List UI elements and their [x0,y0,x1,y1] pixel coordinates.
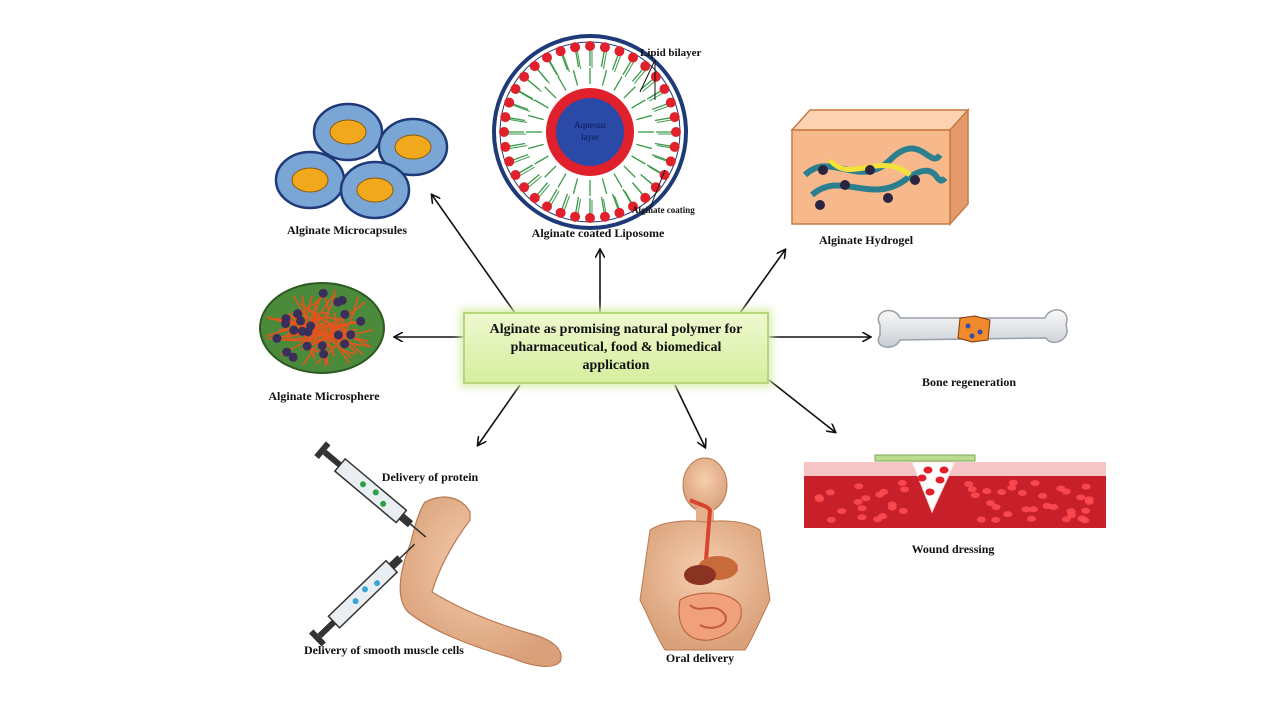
center-line-2: pharmaceutical, food & biomedical [510,340,722,355]
arrow-to-protein [478,384,521,445]
arrow-to-wound [768,379,835,432]
label-liposome: Alginate coated Liposome [531,226,665,240]
liposome-illustration [492,34,688,230]
arrow-to-microcapsules [432,195,516,314]
label-aqueous-1: Aqueous [574,120,606,130]
label-alginate-coating: Alginate coating [632,205,695,215]
arrows [395,195,870,447]
label-lipid-bilayer: Lipid bilayer [640,47,702,59]
label-protein: Delivery of protein [381,470,479,484]
arrow-to-oral [674,384,705,447]
label-smooth-muscle: Delivery of smooth muscle cells [304,643,464,657]
center-line-3: application [582,358,650,373]
arm-illustration [309,441,562,667]
central-concept-box: Alginate as promising natural polymer fo… [463,312,769,384]
microcapsules-illustration [274,102,449,220]
label-hydrogel: Alginate Hydrogel [818,233,914,247]
center-line-1: Alginate as promising natural polymer fo… [489,322,743,337]
microsphere-illustration [259,282,385,374]
label-bone: Bone regeneration [921,375,1017,389]
label-wound: Wound dressing [911,542,995,556]
arrow-to-hydrogel [739,250,785,314]
bone-illustration [877,309,1068,348]
syringe-top [314,441,427,538]
hydrogel-illustration [790,108,970,226]
torso-illustration [639,457,771,651]
label-microcapsules: Alginate Microcapsules [286,223,408,237]
syringe-bottom [309,543,416,647]
label-aqueous-2: layer [581,132,599,142]
label-oral: Oral delivery [665,651,735,665]
label-microsphere: Alginate Microsphere [268,389,380,403]
wound-illustration [804,454,1106,528]
